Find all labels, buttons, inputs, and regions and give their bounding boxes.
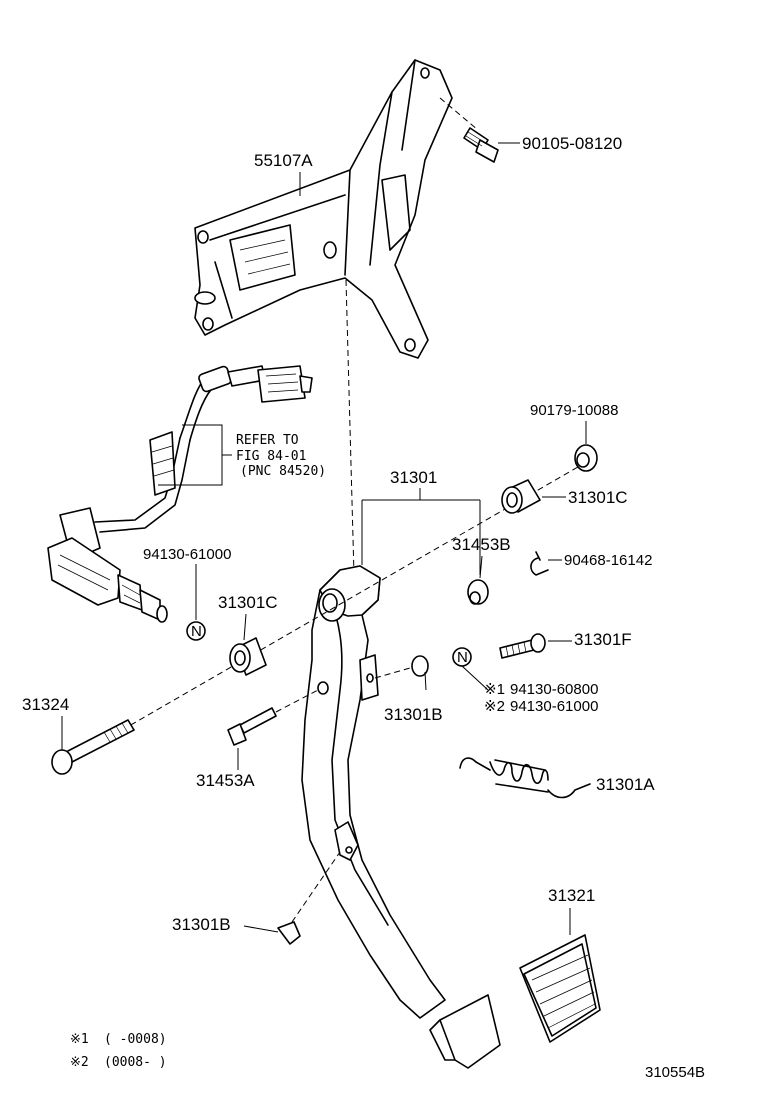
label-31301c-upper: 31301C	[568, 488, 628, 507]
stop-switch-drawing	[47, 365, 313, 623]
footnote-1-text: ( -0008)	[104, 1032, 167, 1047]
bolt-90105-drawing	[439, 97, 499, 163]
label-31301: 31301	[390, 468, 437, 487]
bolt-31324-drawing	[51, 716, 135, 775]
footnote-1-mark: ※1	[70, 1032, 89, 1047]
star-2-mark: ※2	[484, 698, 505, 715]
n-nut-lower-drawing: N	[452, 647, 489, 691]
label-31453b: 31453B	[452, 535, 511, 554]
star-1-mark: ※1	[484, 681, 505, 698]
label-31301b-lower: 31301B	[172, 915, 231, 934]
leader-31301	[361, 488, 481, 575]
figure-id: 310554B	[645, 1064, 705, 1081]
label-94130-61000-lower: 94130-61000	[510, 698, 598, 715]
bushing-31301c-lower-drawing	[229, 637, 267, 676]
footnote-2-mark: ※2	[70, 1055, 89, 1070]
label-90468-16142: 90468-16142	[564, 552, 652, 569]
bolt-31301f-drawing	[499, 633, 546, 659]
pin-31453a-drawing	[227, 689, 319, 770]
refer-line-3: (PNC 84520)	[240, 464, 326, 479]
spring-31301a-drawing	[459, 757, 591, 799]
bracket-55107a-drawing	[194, 59, 453, 359]
nut-90179-drawing	[574, 444, 598, 472]
refer-line-2: FIG 84-01	[236, 449, 306, 464]
label-55107a: 55107A	[254, 151, 313, 170]
pedal-pad-31321-drawing	[519, 908, 601, 1043]
label-94130-60800: 94130-60800	[510, 681, 598, 698]
stopper-31301b-lower-drawing	[277, 851, 341, 945]
label-31301c-lower: 31301C	[218, 593, 278, 612]
pedal-arm-31301-drawing	[301, 565, 501, 1069]
label-31301a: 31301A	[596, 775, 655, 794]
label-31453a: 31453A	[196, 771, 255, 790]
n-nut-upper-drawing: N	[186, 564, 206, 641]
stopper-31301b-upper-drawing	[374, 655, 429, 691]
n-symbol-lower: N	[457, 649, 468, 666]
label-90179-10088: 90179-10088	[530, 402, 618, 419]
footnote-2-text: (0008- )	[104, 1055, 167, 1070]
refer-bracket-lines	[158, 424, 232, 486]
label-90105-08120: 90105-08120	[522, 134, 622, 153]
label-31301b-upper: 31301B	[384, 705, 443, 724]
label-31321: 31321	[548, 886, 595, 905]
refer-line-1: REFER TO	[236, 433, 299, 448]
n-symbol-upper: N	[191, 623, 202, 640]
label-94130-61000-upper: 94130-61000	[143, 546, 231, 563]
bushing-31301c-upper-drawing	[501, 479, 541, 514]
stopper-31453b-drawing	[467, 579, 489, 605]
label-31301f: 31301F	[574, 630, 632, 649]
label-31324: 31324	[22, 695, 69, 714]
clip-90468-drawing	[530, 551, 549, 576]
